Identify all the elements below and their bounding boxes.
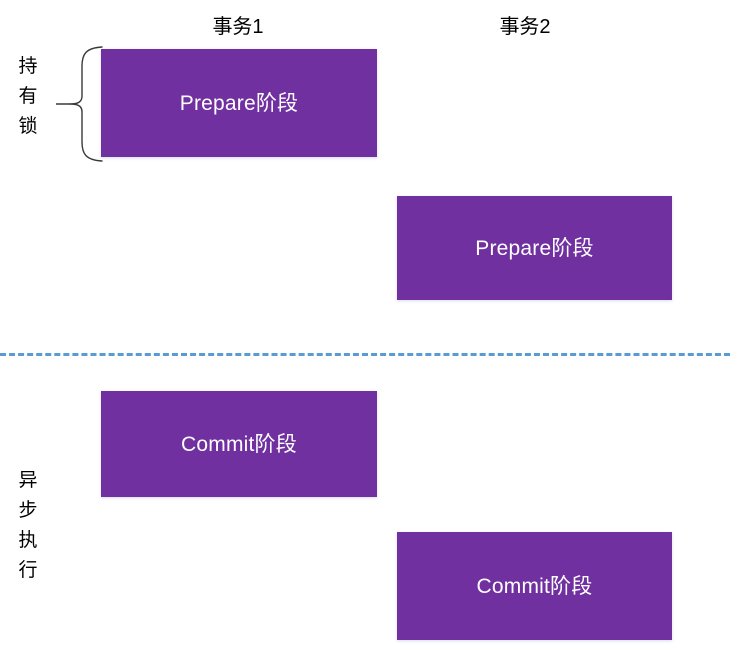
annotation-char: 步 bbox=[18, 500, 38, 521]
annotation-char: 持 bbox=[18, 56, 38, 77]
phase-divider-dashed-line bbox=[0, 353, 730, 356]
annotation-async-execution: 异 步 执 行 bbox=[15, 466, 41, 586]
annotation-char: 异 bbox=[18, 470, 38, 491]
annotation-char: 执 bbox=[18, 530, 38, 551]
annotation-char: 有 bbox=[18, 86, 38, 107]
annotation-char: 行 bbox=[18, 560, 38, 581]
phase-box-label: Commit阶段 bbox=[476, 574, 593, 598]
left-curly-brace-icon bbox=[56, 46, 103, 162]
phase-box-tx2-prepare[interactable]: Prepare阶段 bbox=[397, 196, 672, 300]
phase-box-tx1-prepare[interactable]: Prepare阶段 bbox=[101, 49, 377, 157]
phase-box-label: Prepare阶段 bbox=[475, 236, 594, 260]
annotation-char: 锁 bbox=[18, 116, 38, 137]
phase-box-label: Commit阶段 bbox=[181, 432, 297, 456]
phase-box-tx2-commit[interactable]: Commit阶段 bbox=[397, 532, 672, 640]
phase-box-tx1-commit[interactable]: Commit阶段 bbox=[101, 391, 377, 497]
column-header-transaction-1: 事务1 bbox=[212, 16, 264, 38]
column-header-transaction-2: 事务2 bbox=[499, 16, 551, 38]
phase-box-label: Prepare阶段 bbox=[179, 91, 299, 115]
annotation-hold-lock: 持 有 锁 bbox=[15, 52, 41, 142]
